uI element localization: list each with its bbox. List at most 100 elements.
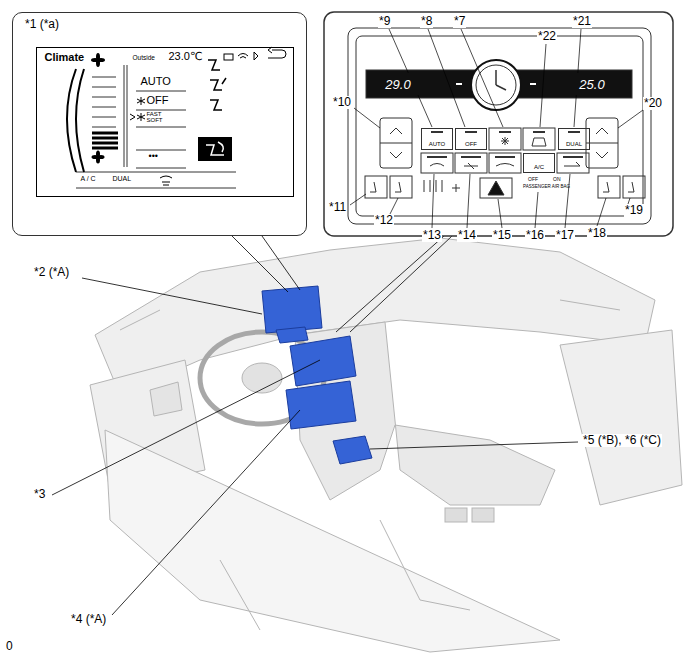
screen-text: Outside — [133, 54, 155, 61]
callout-number: *2 (*A) — [33, 266, 70, 279]
leader-line — [597, 198, 606, 226]
panel-marking: PASSENGER AIR BAG — [522, 185, 571, 190]
control-panel — [480, 178, 512, 198]
panel-marking: OFF — [527, 177, 539, 183]
vehicle-interior — [220, 520, 470, 630]
callout-number: *17 — [555, 229, 575, 242]
leader-line — [535, 192, 538, 228]
callout-number: *15 — [492, 229, 512, 242]
control-button: AUTO — [421, 128, 453, 150]
screen-graphics — [67, 47, 286, 188]
callout-number: *21 — [572, 15, 592, 28]
screen-graphics — [268, 47, 286, 58]
callout-number: *4 (*A) — [70, 613, 107, 626]
inset-frame — [324, 12, 673, 236]
leader-line — [52, 360, 320, 495]
screen-text: AUTO — [141, 75, 171, 87]
callout-number: *16 — [525, 229, 545, 242]
leader-line — [336, 236, 452, 332]
callout-number: *18 — [587, 227, 607, 240]
callout-number: *10 — [332, 96, 352, 109]
highlighted-part — [333, 436, 372, 464]
callout-number: *3 — [33, 488, 46, 501]
screen-text: FAST SOFT — [147, 111, 167, 123]
control-panel — [471, 60, 521, 110]
leader-line — [432, 174, 434, 228]
control-button: DUAL — [558, 128, 590, 150]
control-panel — [380, 118, 412, 168]
callout-number: 0 — [5, 640, 14, 653]
leader-line — [461, 29, 503, 127]
leader-line — [350, 194, 366, 205]
callout-number: *13 — [422, 229, 442, 242]
callout-number: *12 — [374, 214, 394, 227]
control-panel — [370, 182, 634, 192]
highlighted-part — [262, 286, 322, 333]
temperature-display: 29.0 — [372, 73, 424, 95]
leader-line — [467, 174, 470, 228]
leader-line — [350, 29, 643, 228]
control-panel — [430, 162, 580, 169]
control-panel — [586, 128, 618, 158]
vehicle-interior — [150, 382, 182, 416]
screen-graphics — [198, 137, 232, 161]
callout-number: *14 — [457, 229, 477, 242]
screen-text: DUAL — [113, 175, 132, 183]
screen-graphics — [76, 69, 84, 172]
button-label: AUTO — [429, 141, 446, 147]
button-label: 25.0 — [579, 78, 604, 91]
screen-graphics — [254, 52, 258, 60]
screen-graphics — [124, 65, 127, 167]
control-panel — [427, 156, 583, 158]
vehicle-interior — [560, 330, 682, 505]
screen-graphics — [160, 176, 172, 185]
control-panel — [348, 28, 651, 224]
screen-graphics — [238, 54, 248, 59]
control-panel — [532, 138, 546, 146]
control-panel — [356, 36, 643, 216]
leader-line — [390, 198, 398, 214]
vehicle-interior — [90, 238, 682, 652]
callout-number: *20 — [643, 97, 663, 110]
control-panel — [390, 176, 412, 198]
screen-graphics — [67, 69, 76, 172]
button-label: A/C — [534, 164, 544, 170]
temperature-display: 25.0 — [566, 73, 618, 95]
button-label: 29.0 — [385, 78, 410, 91]
highlighted-part — [262, 286, 372, 464]
screen-graphics — [92, 77, 116, 127]
highlighted-part — [286, 381, 356, 429]
leader-line — [540, 44, 546, 127]
control-panel — [501, 137, 509, 145]
callout-number: *5 (*B), *6 (*C) — [582, 434, 662, 447]
screen-graphics — [97, 58, 105, 62]
vehicle-interior — [120, 300, 620, 330]
vehicle-interior — [242, 363, 282, 393]
control-panel — [424, 180, 460, 192]
callout-number: *22 — [537, 30, 557, 43]
control-panel — [586, 118, 618, 168]
leader-line — [112, 410, 300, 615]
screen-text: OFF — [147, 94, 169, 106]
leader-line — [354, 108, 380, 128]
control-panel — [476, 65, 516, 105]
display-screen: ClimateOutside23.0℃AUTOOFFFAST SOFT•••A … — [36, 47, 294, 197]
screen-graphics — [137, 97, 145, 105]
screen-graphics — [224, 54, 233, 60]
control-panel — [365, 176, 387, 198]
control-panel — [348, 28, 651, 224]
callout-number: *19 — [624, 204, 644, 217]
control-button: A/C — [523, 153, 555, 173]
button-label: DUAL — [566, 141, 582, 147]
control-panel — [380, 128, 412, 158]
screen-graphics — [76, 172, 236, 188]
control-panel — [623, 176, 645, 198]
callout-number: *11 — [328, 201, 347, 214]
control-panel — [488, 181, 504, 195]
screen-text: ••• — [149, 152, 158, 162]
screen-graphics — [130, 114, 135, 120]
screen-graphics — [208, 60, 226, 110]
leader-line — [370, 442, 578, 449]
vehicle-interior — [445, 508, 467, 522]
